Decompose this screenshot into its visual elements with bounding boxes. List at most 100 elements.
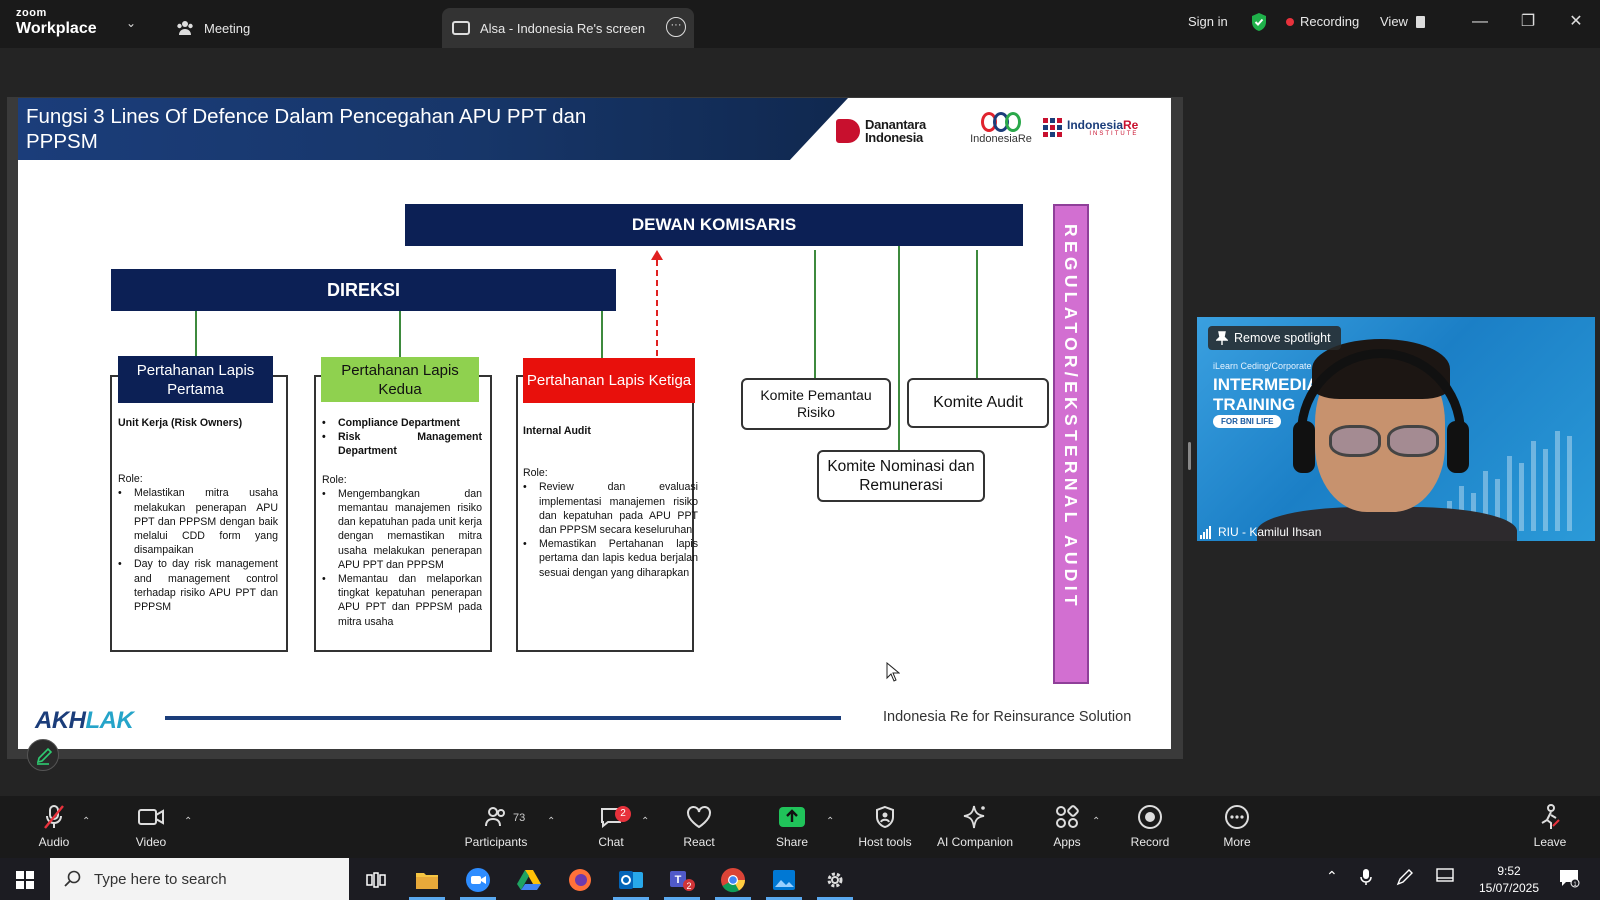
- taskbar-clock[interactable]: 9:52 15/07/2025: [1474, 863, 1544, 897]
- firefox-icon[interactable]: [556, 860, 604, 900]
- show-hidden-icons-chevron-icon[interactable]: ⌃: [1326, 868, 1338, 884]
- share-options-caret-icon[interactable]: ⌃: [826, 816, 835, 827]
- svg-text:T: T: [675, 874, 682, 886]
- record-button[interactable]: Record: [1110, 804, 1190, 849]
- apps-button[interactable]: Apps: [1027, 804, 1107, 849]
- screen-share-icon: [452, 21, 470, 35]
- windows-start-icon[interactable]: [16, 871, 34, 889]
- slide-title: Fungsi 3 Lines Of Defence Dalam Pencegah…: [26, 105, 587, 153]
- participants-count: 73: [513, 812, 526, 824]
- clock-time: 9:52: [1497, 864, 1521, 878]
- leave-label: Leave: [1533, 835, 1567, 849]
- more-options-icon[interactable]: ···: [666, 17, 686, 37]
- view-button[interactable]: View: [1380, 14, 1425, 29]
- slide-title-band: [18, 98, 848, 160]
- institute-dots-icon: [1043, 118, 1062, 137]
- participant-name: RIU - Kamilul Ihsan: [1218, 525, 1322, 539]
- svg-text:1: 1: [1573, 882, 1577, 888]
- google-drive-icon[interactable]: [505, 860, 553, 900]
- line3-body: Internal Audit Role: Review dan evaluasi…: [523, 424, 698, 580]
- panel-resize-handle[interactable]: [1188, 442, 1191, 470]
- zoom-app-icon[interactable]: [454, 860, 502, 900]
- mouse-cursor-icon: [886, 661, 901, 687]
- akhlak-text-b: LAK: [85, 707, 134, 734]
- encryption-shield-icon[interactable]: [1250, 12, 1268, 32]
- akhlak-logo: AKHLAK: [35, 707, 134, 735]
- chevron-down-icon[interactable]: ⌄: [126, 16, 137, 30]
- participant-video-tile[interactable]: iLearn Ceding/Corporate INTERMEDIATE HEA…: [1197, 317, 1595, 541]
- tab-share-label: Alsa - Indonesia Re's screen: [480, 20, 646, 36]
- brand-bottom: Workplace: [16, 20, 97, 37]
- chat-button[interactable]: Chat: [571, 804, 651, 849]
- audio-button[interactable]: Audio: [14, 804, 94, 849]
- institute-text-b: Re: [1123, 117, 1139, 132]
- close-icon[interactable]: ✕: [1569, 13, 1583, 30]
- line3-role-item: Memastikan Pertahanan lapis pertama dan …: [523, 537, 698, 580]
- komite-pemantau-risiko-box: Komite Pemantau Risiko: [741, 378, 891, 430]
- notifications-icon[interactable]: 1: [1558, 868, 1580, 891]
- remove-spotlight-label: Remove spotlight: [1234, 331, 1331, 345]
- sign-in-button[interactable]: Sign in: [1188, 14, 1228, 29]
- chat-unread-badge: 2: [615, 806, 631, 822]
- line2-body: Compliance Department Risk Management De…: [322, 416, 482, 629]
- restore-icon[interactable]: ❐: [1520, 13, 1536, 30]
- indonesiare-rings-icon: [956, 112, 1046, 132]
- tab-meeting[interactable]: Meeting: [176, 8, 250, 48]
- apps-label: Apps: [1053, 835, 1081, 849]
- apps-options-caret-icon[interactable]: ⌃: [1092, 816, 1101, 827]
- photos-app-icon[interactable]: [760, 860, 808, 900]
- taskbar-search-input[interactable]: Type here to search: [50, 858, 349, 900]
- search-icon: [64, 870, 81, 887]
- recording-indicator[interactable]: Recording: [1286, 14, 1359, 29]
- share-button[interactable]: Share: [752, 804, 832, 849]
- line1-header: Pertahanan Lapis Pertama: [118, 356, 273, 403]
- indonesiare-institute-logo: IndonesiaRe INSTITUTE: [1043, 118, 1138, 137]
- video-options-caret-icon[interactable]: ⌃: [184, 816, 193, 827]
- connector-line: [601, 311, 603, 359]
- audio-options-caret-icon[interactable]: ⌃: [82, 816, 91, 827]
- annotate-pen-icon[interactable]: [27, 739, 59, 771]
- remove-spotlight-button[interactable]: Remove spotlight: [1208, 326, 1341, 350]
- shield-icon: [876, 805, 894, 829]
- virtual-bg-line2: TRAINING: [1213, 395, 1296, 414]
- pen-tray-icon[interactable]: [1396, 868, 1414, 889]
- zoom-workplace-logo[interactable]: zoom Workplace: [16, 8, 97, 37]
- recording-dot-icon: [1286, 17, 1294, 26]
- ai-companion-button[interactable]: AI Companion: [925, 804, 1025, 849]
- microphone-tray-icon[interactable]: [1360, 868, 1372, 889]
- line2-role-item: Memantau dan melaporkan tingkat kepatuha…: [322, 572, 482, 629]
- leave-button[interactable]: Leave: [1510, 804, 1590, 849]
- minimize-icon[interactable]: —: [1472, 13, 1488, 30]
- headphone-earcup: [1447, 421, 1469, 473]
- file-explorer-icon[interactable]: [403, 860, 451, 900]
- tab-meeting-label: Meeting: [204, 20, 251, 36]
- institute-text-a: Indonesia: [1067, 117, 1124, 132]
- display-tray-icon[interactable]: [1436, 868, 1454, 887]
- outlook-icon[interactable]: [607, 860, 655, 900]
- direksi-box: DIREKSI: [111, 269, 616, 311]
- share-label: Share: [775, 835, 809, 849]
- title-bar: zoom Workplace ⌄ Meeting Alsa - Indonesi…: [0, 0, 1600, 48]
- heart-icon: [687, 806, 711, 829]
- chrome-icon[interactable]: [709, 860, 757, 900]
- komite-nominasi-box: Komite Nominasi dan Remunerasi: [817, 450, 985, 502]
- participants-options-caret-icon[interactable]: ⌃: [547, 816, 556, 827]
- recording-label: Recording: [1300, 14, 1360, 29]
- settings-gear-icon[interactable]: [811, 860, 859, 900]
- video-button[interactable]: Video: [111, 804, 191, 849]
- react-button[interactable]: React: [659, 804, 739, 849]
- svg-text:2: 2: [686, 881, 691, 891]
- chat-options-caret-icon[interactable]: ⌃: [641, 816, 650, 827]
- host-tools-button[interactable]: Host tools: [845, 804, 925, 849]
- tab-shared-screen[interactable]: Alsa - Indonesia Re's screen ···: [442, 8, 694, 48]
- brand-top: zoom: [16, 7, 47, 19]
- sparkle-icon: [963, 805, 985, 829]
- more-button[interactable]: More: [1197, 804, 1277, 849]
- camera-icon: [138, 809, 164, 825]
- line2-dept: Compliance Department: [322, 416, 482, 430]
- task-view-icon[interactable]: [352, 860, 400, 900]
- danantara-text-1: Danantara: [865, 117, 926, 132]
- participants-button[interactable]: Participants: [456, 804, 536, 849]
- line1-role-item: Melastikan mitra usaha melakukan penerap…: [118, 486, 278, 557]
